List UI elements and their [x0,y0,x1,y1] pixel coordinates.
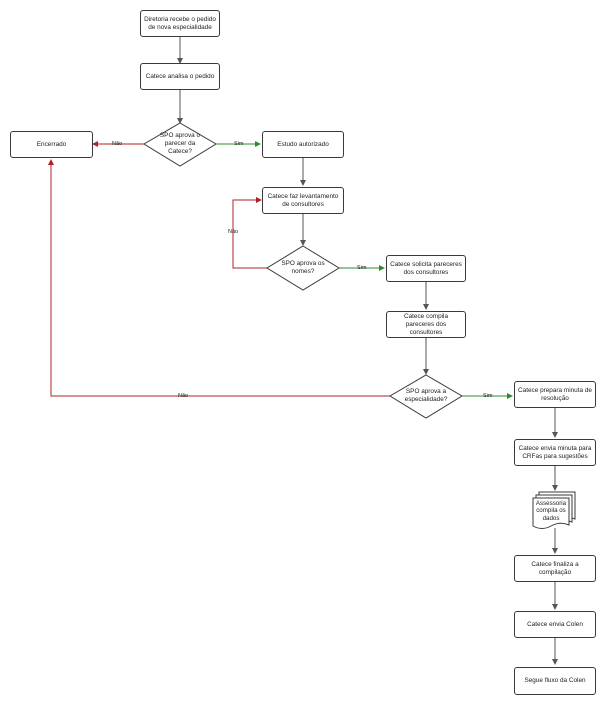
edge-d3-no [48,159,390,397]
node-receive-request: Diretoria recebe o pedido de nova especi… [140,10,220,37]
node-prepare-draft: Catece prepara minuta de resolução [514,381,596,408]
edge-label-d2-yes: Sim [357,265,367,271]
edge-label-d1-no: Não [112,141,123,147]
node-closed: Encerrado [10,131,93,158]
edge-label-d1-yes: Sim [234,141,244,147]
node-analyze-request: Catece analisa o pedido [140,63,220,90]
decision-text-d1: SPO aprova o parecer da Catece? [159,132,201,155]
node-consultant-survey: Catece faz levantamento de consultores [262,187,344,214]
node-request-opinions: Catece solicita pareceres dos consultore… [386,255,466,282]
edge-label-d2-no: Não [228,229,239,235]
node-send-draft: Catece envia minuta para CRFas para suge… [514,439,596,466]
decision-diamond-d3 [389,374,463,419]
node-compile-opinions: Catece compila pareceres dos consultores [386,311,466,338]
document-text: Assessoria compila os dados [535,499,567,522]
decision-diamond-d2 [266,245,340,291]
node-finalize-compilation: Catece finaliza a compilação [514,555,596,582]
edge-d2-no [232,197,267,269]
node-colen-flow: Segue fluxo da Colen [514,667,596,695]
decision-text-d3: SPO aprova a especialidade? [404,388,448,403]
node-study-authorized: Estudo autorizado [262,131,344,158]
edge-label-d3-no: Não [178,393,189,399]
edge-label-d3-yes: Sim [483,393,493,399]
document-shape [532,491,576,529]
decision-text-d2: SPO aprova os nomes? [281,260,325,275]
decision-diamond-d1 [143,122,217,167]
node-send-colen: Catece envia Colen [514,611,596,638]
